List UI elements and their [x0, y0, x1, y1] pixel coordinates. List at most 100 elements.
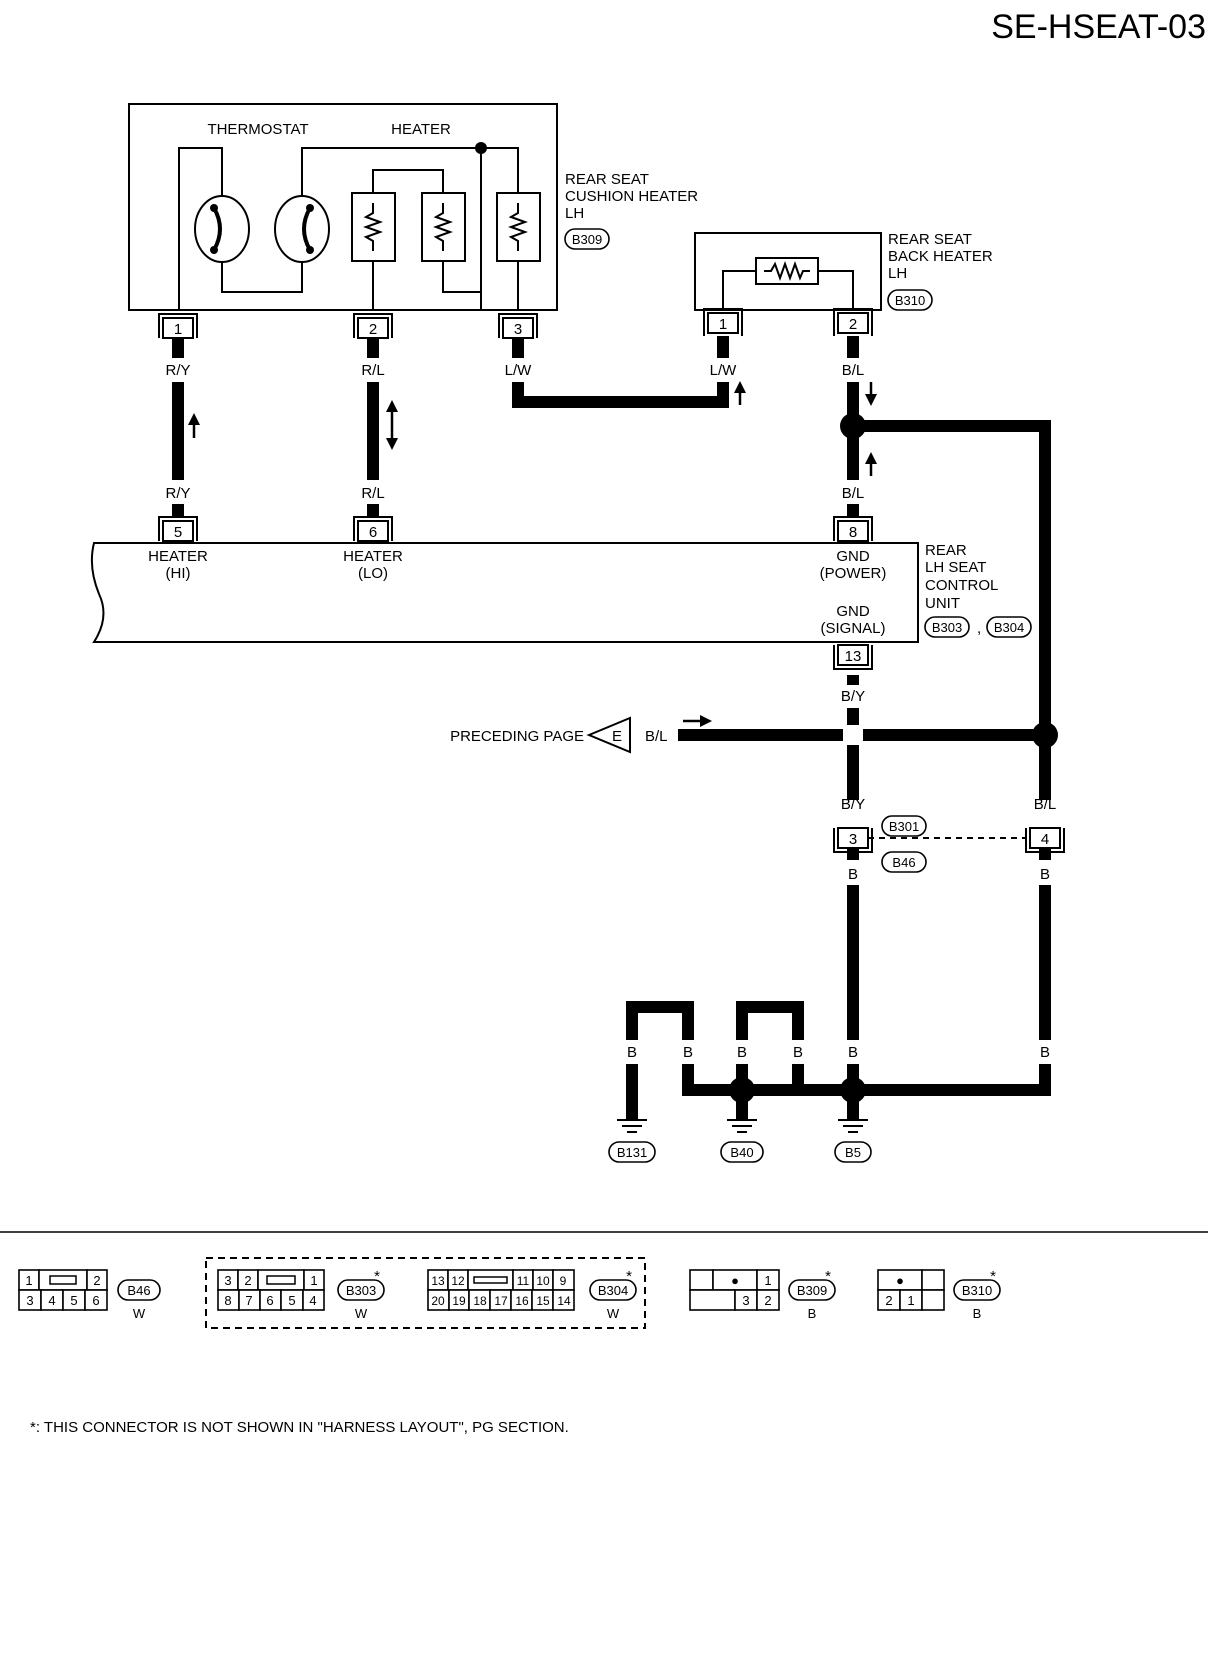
splice-ground-b40 — [729, 1077, 755, 1103]
wire-color-label: R/Y — [165, 362, 190, 379]
arrow-up-icon — [734, 381, 746, 405]
wire-color-label: L/W — [710, 362, 738, 379]
svg-text:B303: B303 — [932, 620, 962, 635]
control-unit-name-line-2: LH SEAT — [925, 559, 986, 576]
svg-text:9: 9 — [560, 1274, 567, 1288]
svg-text:3: 3 — [26, 1293, 33, 1308]
svg-text:1: 1 — [907, 1293, 914, 1308]
splice-bl-top — [840, 413, 866, 439]
back-heater-name-line-2: BACK HEATER — [888, 248, 993, 265]
svg-text:B304: B304 — [994, 620, 1024, 635]
ground-icon — [617, 1119, 647, 1133]
svg-text:2: 2 — [764, 1293, 771, 1308]
arrow-both-icon — [386, 400, 398, 450]
ground-label: B131 — [617, 1145, 647, 1160]
svg-text:14: 14 — [557, 1294, 571, 1308]
asterisk-mark: * — [374, 1268, 380, 1285]
terminal-gnd-power-sub: (POWER) — [820, 565, 887, 582]
svg-text:11: 11 — [517, 1274, 530, 1288]
b310-pin-1: 1 — [703, 308, 743, 336]
svg-text:B46: B46 — [892, 855, 915, 870]
flow-arrows — [188, 381, 877, 727]
back-heater-element — [755, 257, 819, 285]
heater-label: HEATER — [391, 121, 451, 138]
cushion-heater-name-line-3: LH — [565, 205, 584, 222]
control-unit-pin-8: 8 — [833, 516, 873, 542]
svg-text:B46: B46 — [127, 1283, 150, 1298]
svg-text:W: W — [133, 1306, 146, 1321]
terminal-gnd-power: GND — [836, 548, 870, 565]
connector-views: 1 2 3 4 5 6 B46 W 3 2 1 8 — [18, 1257, 1001, 1329]
svg-text:15: 15 — [536, 1294, 550, 1308]
ground-b131: B131 — [608, 1119, 656, 1163]
thermostat-symbol-2 — [274, 195, 330, 263]
offpage-connector-icon — [586, 716, 631, 754]
wire-color-label: R/L — [361, 485, 384, 502]
control-unit-name-line-3: CONTROL — [925, 577, 998, 594]
control-unit-pin-6: 6 — [353, 516, 393, 542]
svg-text:1: 1 — [764, 1273, 771, 1288]
terminal-heater-lo: HEATER — [343, 548, 403, 565]
svg-text:1: 1 — [310, 1273, 317, 1288]
grounds: B131 B40 B5 — [608, 1119, 872, 1163]
connector-view-b309: ● 1 3 2 B309 * B — [689, 1268, 836, 1321]
heater-element-2 — [421, 192, 466, 262]
b303-badge: B303 — [924, 616, 970, 638]
ground-icon — [727, 1119, 757, 1133]
back-heater: 1 2 REAR SEAT BACK HEATER LH B310 — [694, 231, 993, 336]
diagram-id: SE-HSEAT-03 — [991, 8, 1206, 46]
wire-color-label: B/L — [842, 362, 865, 379]
wire-color-label: B/Y — [841, 688, 865, 705]
cushion-heater-name-line-2: CUSHION HEATER — [565, 188, 698, 205]
control-unit-name-line-4: UNIT — [925, 595, 960, 612]
svg-text:12: 12 — [451, 1274, 465, 1288]
b304-badge: B304 — [986, 616, 1032, 638]
terminal-heater-lo-sub: (LO) — [358, 565, 388, 582]
terminal-heater-hi: HEATER — [148, 548, 208, 565]
ground-b5: B5 — [834, 1119, 872, 1163]
connector-view-b310: ● 2 1 B310 * B — [877, 1268, 1001, 1321]
arrow-up-icon — [865, 452, 877, 476]
b309-badge: B309 — [564, 228, 610, 250]
wire-color-label: B — [1040, 1044, 1050, 1061]
b310-badge: B310 — [887, 289, 933, 311]
connector-view-b303: 3 2 1 8 7 6 5 4 B303 * W — [217, 1268, 385, 1321]
svg-text:B: B — [973, 1306, 982, 1321]
cushion-heater: THERMOSTAT HEATER — [128, 103, 698, 339]
control-unit: 5 6 8 13 HEATER (HI) HEATER (LO) GND (PO… — [90, 516, 1032, 670]
svg-text:13: 13 — [431, 1274, 445, 1288]
control-unit-name-line-1: REAR — [925, 542, 967, 559]
svg-text:1: 1 — [719, 316, 727, 333]
svg-text:19: 19 — [452, 1294, 466, 1308]
wire-color-label: B — [627, 1044, 637, 1061]
svg-text:3: 3 — [849, 831, 857, 848]
svg-text:7: 7 — [245, 1293, 252, 1308]
svg-text:B309: B309 — [572, 232, 602, 247]
svg-text:5: 5 — [288, 1293, 295, 1308]
svg-text:5: 5 — [174, 524, 182, 541]
wire-color-label: B — [737, 1044, 747, 1061]
ground-label: B5 — [845, 1145, 861, 1160]
svg-text:10: 10 — [536, 1274, 550, 1288]
svg-text:B303: B303 — [346, 1283, 376, 1298]
ground-icon — [838, 1119, 868, 1133]
wire-color-label: B/L — [842, 485, 865, 502]
control-unit-pin-13: 13 — [833, 644, 873, 670]
svg-text:2: 2 — [369, 321, 377, 338]
svg-text:16: 16 — [515, 1294, 529, 1308]
b309-pin-3: 3 — [498, 313, 538, 339]
arrow-up-icon — [188, 413, 200, 438]
wire-color-label: B/Y — [841, 796, 865, 813]
connector-separator: , — [977, 620, 981, 637]
svg-text:W: W — [607, 1306, 620, 1321]
connector-view-b46: 1 2 3 4 5 6 B46 W — [18, 1269, 161, 1321]
ground-label: B40 — [730, 1145, 753, 1160]
thermostat-label: THERMOSTAT — [207, 121, 308, 138]
svg-text:1: 1 — [25, 1273, 32, 1288]
svg-text:20: 20 — [431, 1294, 445, 1308]
svg-text:3: 3 — [224, 1273, 231, 1288]
connector-group-box — [205, 1257, 646, 1329]
heater-element-1 — [351, 192, 396, 262]
arrow-right-icon — [683, 715, 712, 727]
footnote: *: THIS CONNECTOR IS NOT SHOWN IN "HARNE… — [30, 1419, 569, 1436]
